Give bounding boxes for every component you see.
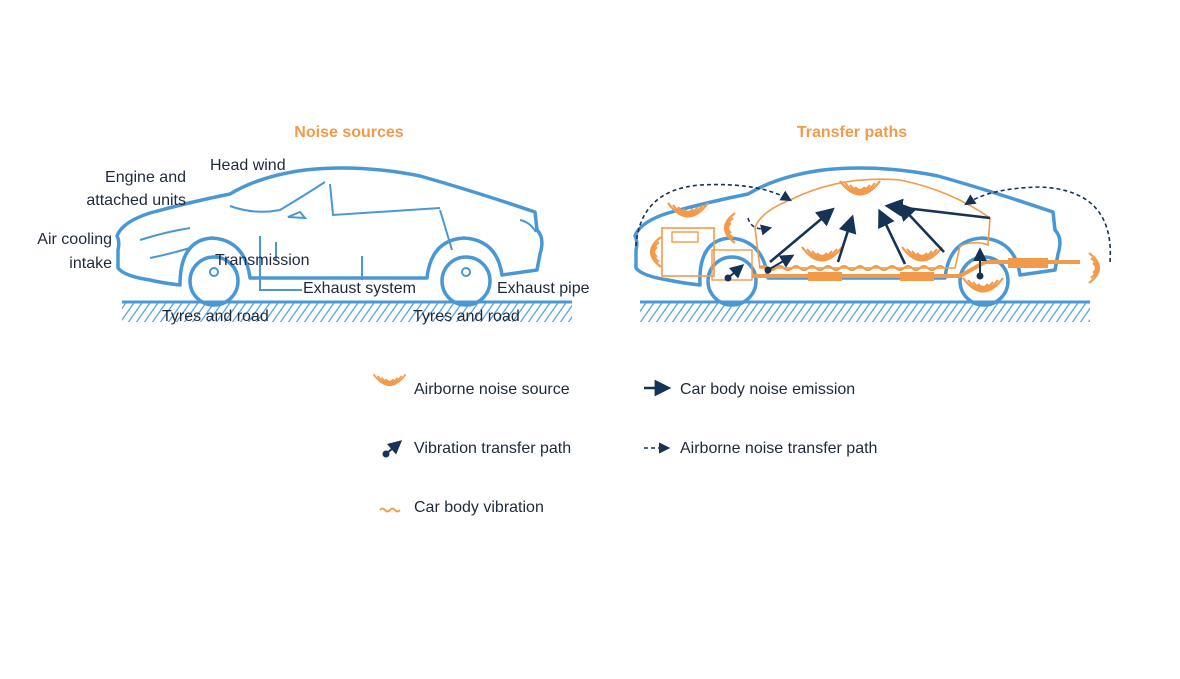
front-wheel: [188, 255, 240, 307]
legend-waves-icon: [372, 373, 407, 387]
legend-airborne-source: Airborne noise source: [372, 373, 570, 398]
label-head-wind: Head wind: [210, 157, 286, 174]
noise-source-front: [649, 235, 663, 269]
muffler-2: [900, 272, 934, 281]
legend-body-emission: Car body noise emission: [644, 379, 855, 398]
body-vibration-line: [759, 265, 945, 271]
left-title: Noise sources: [294, 124, 403, 141]
legend-airborne-path-label: Airborne noise transfer path: [680, 440, 877, 457]
legend-body-vibration: Car body vibration: [379, 499, 544, 516]
airborne-path-arrows: [635, 183, 1112, 263]
legend-body-vibration-label: Car body vibration: [414, 499, 544, 516]
noise-source-rear-wheel: [961, 276, 1005, 293]
right-title: Transfer paths: [797, 124, 907, 141]
noise-source-front-top: [666, 201, 710, 218]
legend-airborne-source-label: Airborne noise source: [414, 381, 570, 398]
legend-body-emission-label: Car body noise emission: [680, 381, 855, 398]
muffler-1: [808, 272, 842, 281]
rear-wheel: [440, 255, 492, 307]
legend-vibration-path-label: Vibration transfer path: [414, 440, 571, 457]
left-diagram: Noise sources Head wind Engine and attac…: [37, 124, 589, 325]
noise-source-floor-1: [800, 245, 844, 262]
engine-cover: [671, 231, 699, 243]
cabin-outline: [754, 178, 991, 269]
body-emission-arrows: [769, 198, 991, 265]
front-wheel-right: [706, 255, 758, 307]
ground-hatch: [122, 302, 572, 322]
label-air-cooling-line1: Air cooling: [37, 231, 112, 248]
label-exhaust-system: Exhaust system: [303, 280, 416, 297]
label-transmission: Transmission: [215, 252, 310, 269]
label-engine-line2: attached units: [86, 192, 186, 209]
noise-source-exhaust: [1087, 251, 1101, 285]
rear-hub: [461, 267, 471, 277]
legend: Airborne noise source Car body noise emi…: [372, 373, 877, 516]
gearbox: [711, 249, 753, 281]
legend-airborne-path: Airborne noise transfer path: [644, 440, 877, 457]
legend-wavy-icon: [379, 507, 401, 513]
muffler-3: [1008, 258, 1048, 268]
label-exhaust-pipe: Exhaust pipe: [497, 280, 590, 297]
label-air-cooling-line2: intake: [69, 255, 112, 272]
car-details: [139, 181, 537, 291]
vibration-path-arrows: [724, 247, 987, 282]
noise-source-floor-2: [900, 245, 944, 262]
legend-vibration-arrow-icon: [385, 440, 403, 455]
ground-hatch-right: [640, 302, 1090, 322]
front-hub: [209, 267, 219, 277]
legend-vibration-path: Vibration transfer path: [382, 440, 571, 458]
label-tyres-front: Tyres and road: [162, 308, 269, 325]
engine-block: [661, 227, 715, 277]
label-tyres-rear: Tyres and road: [413, 308, 520, 325]
car-body-outline: [115, 166, 544, 287]
noise-source-roof: [838, 179, 882, 196]
right-diagram: Transfer paths: [633, 124, 1112, 322]
label-engine-line1: Engine and: [105, 169, 186, 186]
